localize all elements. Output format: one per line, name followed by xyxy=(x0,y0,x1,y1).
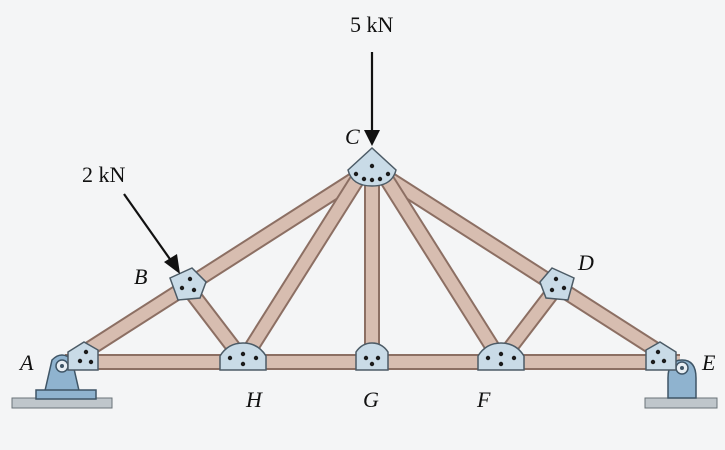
load-arrow-5kn xyxy=(364,52,380,146)
gusset-plate-b xyxy=(169,267,207,301)
gusset-plate-d xyxy=(539,267,575,301)
gusset-plate-g xyxy=(355,342,389,371)
gusset-plate-f xyxy=(477,342,525,371)
joint-label-b: B xyxy=(134,264,147,289)
joint-label-f: F xyxy=(476,387,491,412)
gusset-plate-e xyxy=(645,341,677,371)
joint-label-h: H xyxy=(245,387,263,412)
load-arrow-2kn xyxy=(123,193,180,274)
joint-label-d: D xyxy=(577,250,594,275)
load-label-top: 5 kN xyxy=(350,12,394,37)
gusset-plate-c xyxy=(347,146,397,187)
gusset-plate-h xyxy=(219,342,267,371)
joint-label-c: C xyxy=(345,124,360,149)
joint-label-e: E xyxy=(701,350,716,375)
ground-right xyxy=(644,397,718,409)
gusset-plate-a xyxy=(67,341,99,371)
load-label-left: 2 kN xyxy=(82,162,126,187)
joint-label-g: G xyxy=(363,387,379,412)
joint-label-a: A xyxy=(18,350,34,375)
